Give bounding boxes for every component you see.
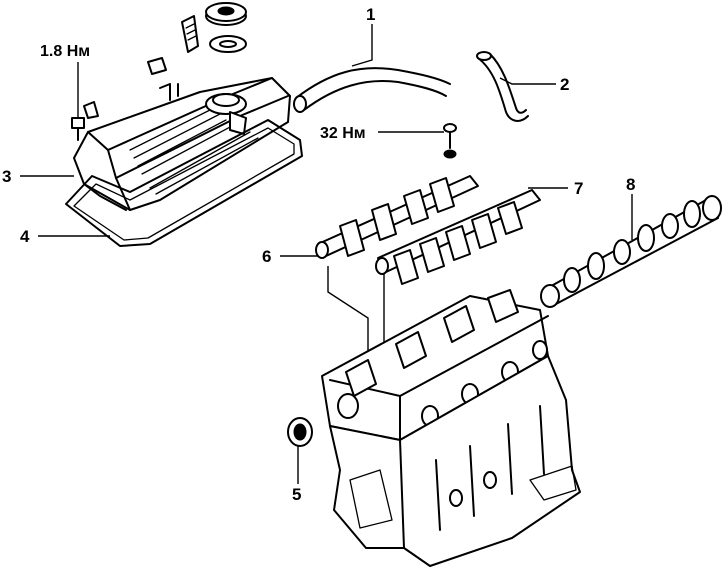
oil-filler-cap xyxy=(205,2,247,53)
rocker-shaft-bolt xyxy=(443,123,457,159)
torque-label-shaft-bolt: 32 Нм xyxy=(320,125,366,142)
valve-cover-gasket xyxy=(65,119,303,247)
callout-4: 4 xyxy=(20,227,30,246)
callout-6: 6 xyxy=(262,247,271,266)
valve-cover xyxy=(73,77,291,211)
camshaft xyxy=(540,195,722,308)
callout-8: 8 xyxy=(626,175,635,194)
callout-1: 1 xyxy=(366,5,375,24)
cylinder-head xyxy=(321,289,549,441)
small-hose xyxy=(476,51,529,122)
breather-fitting xyxy=(83,15,199,119)
callout-7: 7 xyxy=(574,179,583,198)
callout-2: 2 xyxy=(560,75,569,94)
torque-label-cover-bolt: 1.8 Нм xyxy=(40,43,90,60)
camshaft-oil-seal xyxy=(287,417,313,447)
breather-hose xyxy=(293,67,451,113)
rocker-arm-assembly-upper xyxy=(315,175,541,285)
engine-block xyxy=(329,355,581,567)
cover-bolt xyxy=(71,117,85,141)
callout-3: 3 xyxy=(2,167,11,186)
callout-5: 5 xyxy=(292,485,301,504)
callout-numbers: 1 2 3 4 5 6 7 8 xyxy=(2,5,635,504)
